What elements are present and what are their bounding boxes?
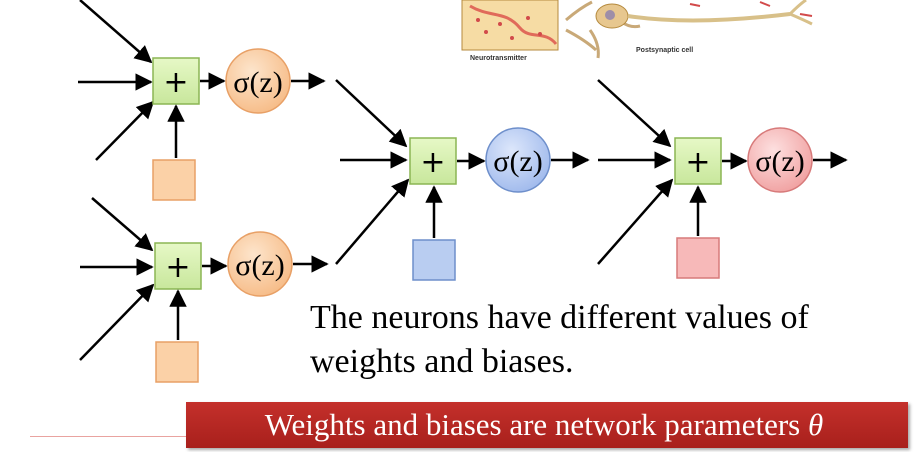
input-arrow (95, 100, 155, 161)
input-arrow (597, 79, 672, 148)
activation-node (485, 127, 551, 193)
sum-node (674, 137, 722, 185)
activation-node (225, 48, 291, 114)
sum-symbol: + (420, 145, 445, 180)
parameters-banner: Weights and biases are network parameter… (186, 402, 908, 448)
bias-box (412, 239, 456, 281)
postsynaptic-label: Postsynaptic cell (636, 47, 693, 54)
input-arrow (79, 283, 155, 361)
input-arrow (597, 178, 674, 265)
input-arrow (335, 79, 408, 148)
activation-symbol: σ(z) (233, 66, 282, 99)
neuron-3: + σ(z) (335, 79, 590, 281)
sum-symbol: + (685, 145, 710, 180)
activation-symbol: σ(z) (235, 249, 284, 282)
caption-line-2: weights and biases. (310, 343, 574, 380)
bias-box (155, 341, 199, 383)
activation-symbol: σ(z) (493, 145, 542, 178)
bias-box (676, 237, 720, 279)
sum-node (409, 137, 457, 185)
caption-line-1: The neurons have different values of (310, 299, 809, 336)
neurotransmitter-label: Neurotransmitter (470, 55, 527, 62)
activation-node (227, 231, 293, 297)
caption-text: The neurons have different values of wei… (310, 296, 870, 384)
neuron-4: + σ(z) (597, 79, 848, 279)
banner-text: Weights and biases are network parameter… (264, 407, 808, 442)
activation-node (747, 127, 813, 193)
neuron-2: + σ(z) (79, 197, 329, 383)
sum-symbol: + (163, 65, 188, 100)
activation-symbol: σ(z) (755, 145, 804, 178)
input-arrow (79, 0, 153, 64)
postsynaptic-neuron-image (565, 0, 813, 59)
theta-symbol: θ (808, 407, 824, 442)
sum-symbol: + (165, 250, 190, 285)
synapse-image (462, 0, 558, 50)
bottom-divider (30, 436, 190, 437)
bias-box (152, 159, 196, 201)
neuron-illustration: Neurotransmitter Postsynaptic cell (461, 0, 813, 62)
sum-node (152, 57, 200, 105)
neuron-1: + σ(z) (78, 0, 326, 201)
input-arrow (91, 197, 154, 252)
input-arrow (335, 178, 410, 265)
sum-node (154, 242, 202, 290)
